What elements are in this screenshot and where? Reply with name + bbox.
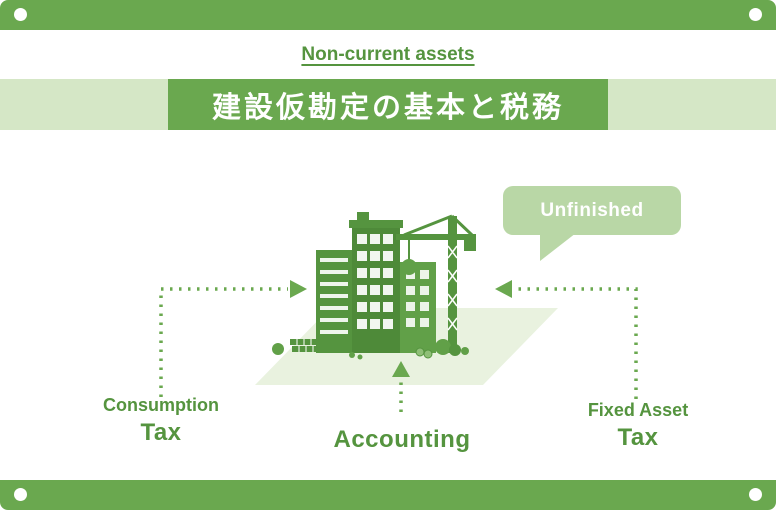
corner-dot-bottom-right-icon [749, 488, 762, 501]
label-accounting: Accounting [302, 423, 502, 455]
title-band: 建設仮勘定の基本と税務 [0, 79, 776, 130]
arrowhead-right-icon [495, 280, 512, 298]
construction-scene [159, 212, 638, 412]
page-title: 建設仮勘定の基本と税務 [211, 91, 564, 124]
label-fixed-asset-line2: Tax [617, 424, 659, 451]
corner-dot-top-left-icon [14, 8, 27, 21]
dotted-arrows [159, 287, 638, 412]
label-fixed-asset-line1: Fixed Asset [587, 400, 689, 420]
arrowheads [290, 280, 512, 377]
title-box: 建設仮勘定の基本と税務 [168, 79, 608, 130]
label-consumption-tax: Consumption Tax [61, 394, 261, 448]
label-consumption-line1: Consumption [103, 395, 219, 415]
speech-bubble: Unfinished [503, 186, 681, 261]
tagline: Non-current assets [301, 44, 475, 65]
corner-dot-top-right-icon [749, 8, 762, 21]
speech-bubble-tail [540, 233, 576, 261]
arrowhead-center-icon [392, 361, 410, 377]
ground-details [272, 339, 469, 360]
top-border-bar [0, 0, 776, 30]
label-accounting-line1: Accounting [333, 426, 471, 453]
dotted-arrow-left [159, 287, 288, 397]
corner-dot-bottom-left-icon [14, 488, 27, 501]
label-fixed-asset-tax: Fixed Asset Tax [538, 399, 738, 453]
crane-load-icon [401, 259, 417, 275]
label-consumption-line2: Tax [140, 419, 182, 446]
dotted-arrow-right [514, 287, 638, 399]
arrowhead-left-icon [290, 280, 307, 298]
bottom-border-bar [0, 480, 776, 510]
speech-bubble-label: Unfinished [540, 199, 644, 221]
tower-crane-icon [396, 214, 476, 353]
construction-building-icon [316, 212, 436, 353]
